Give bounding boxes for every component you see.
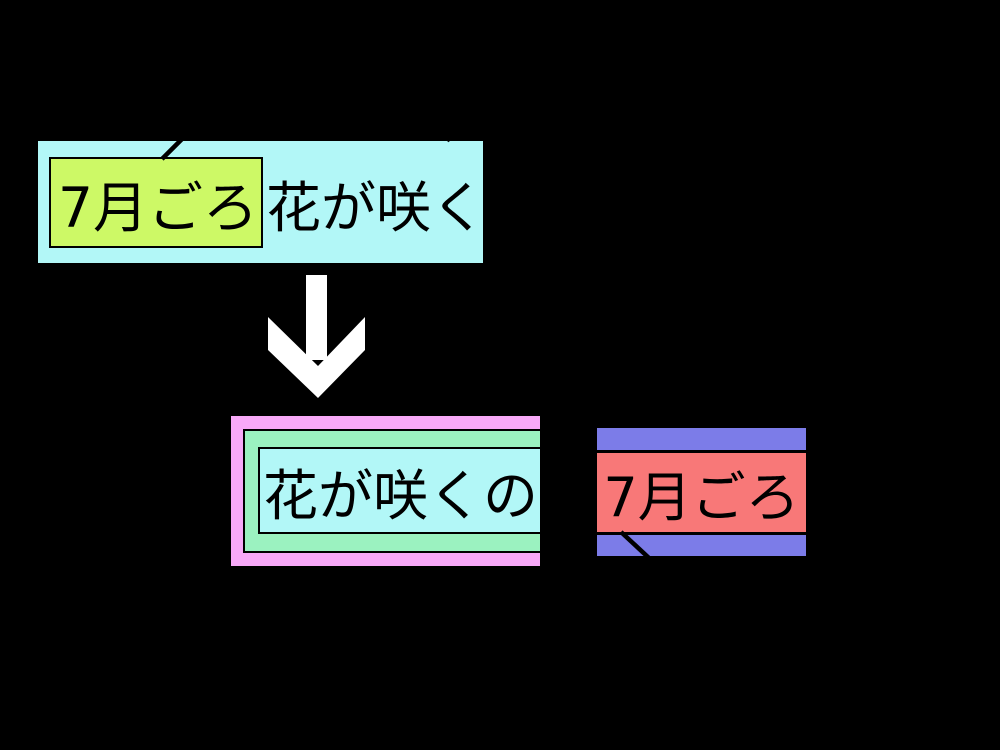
result-clause-box: 花が咲くの [229, 414, 540, 568]
clause-text: 花が咲くの [263, 463, 539, 528]
time-phrase-highlight-box: 7月ごろ [49, 157, 263, 248]
time-inner-box: 7月ごろ [597, 450, 806, 535]
time-text: 7月ごろ [603, 466, 800, 529]
clause-inner-box: 花が咲くの [258, 447, 540, 534]
result-time-box: 7月ごろ [597, 428, 806, 556]
source-sentence-row: 7月ごろ 花が咲く [49, 157, 486, 248]
predicate-text: 花が咲く [266, 175, 487, 240]
down-arrow-stem [306, 275, 327, 360]
source-sentence-box: 7月ごろ 花が咲く [36, 139, 486, 265]
down-arrow-head [268, 317, 365, 398]
